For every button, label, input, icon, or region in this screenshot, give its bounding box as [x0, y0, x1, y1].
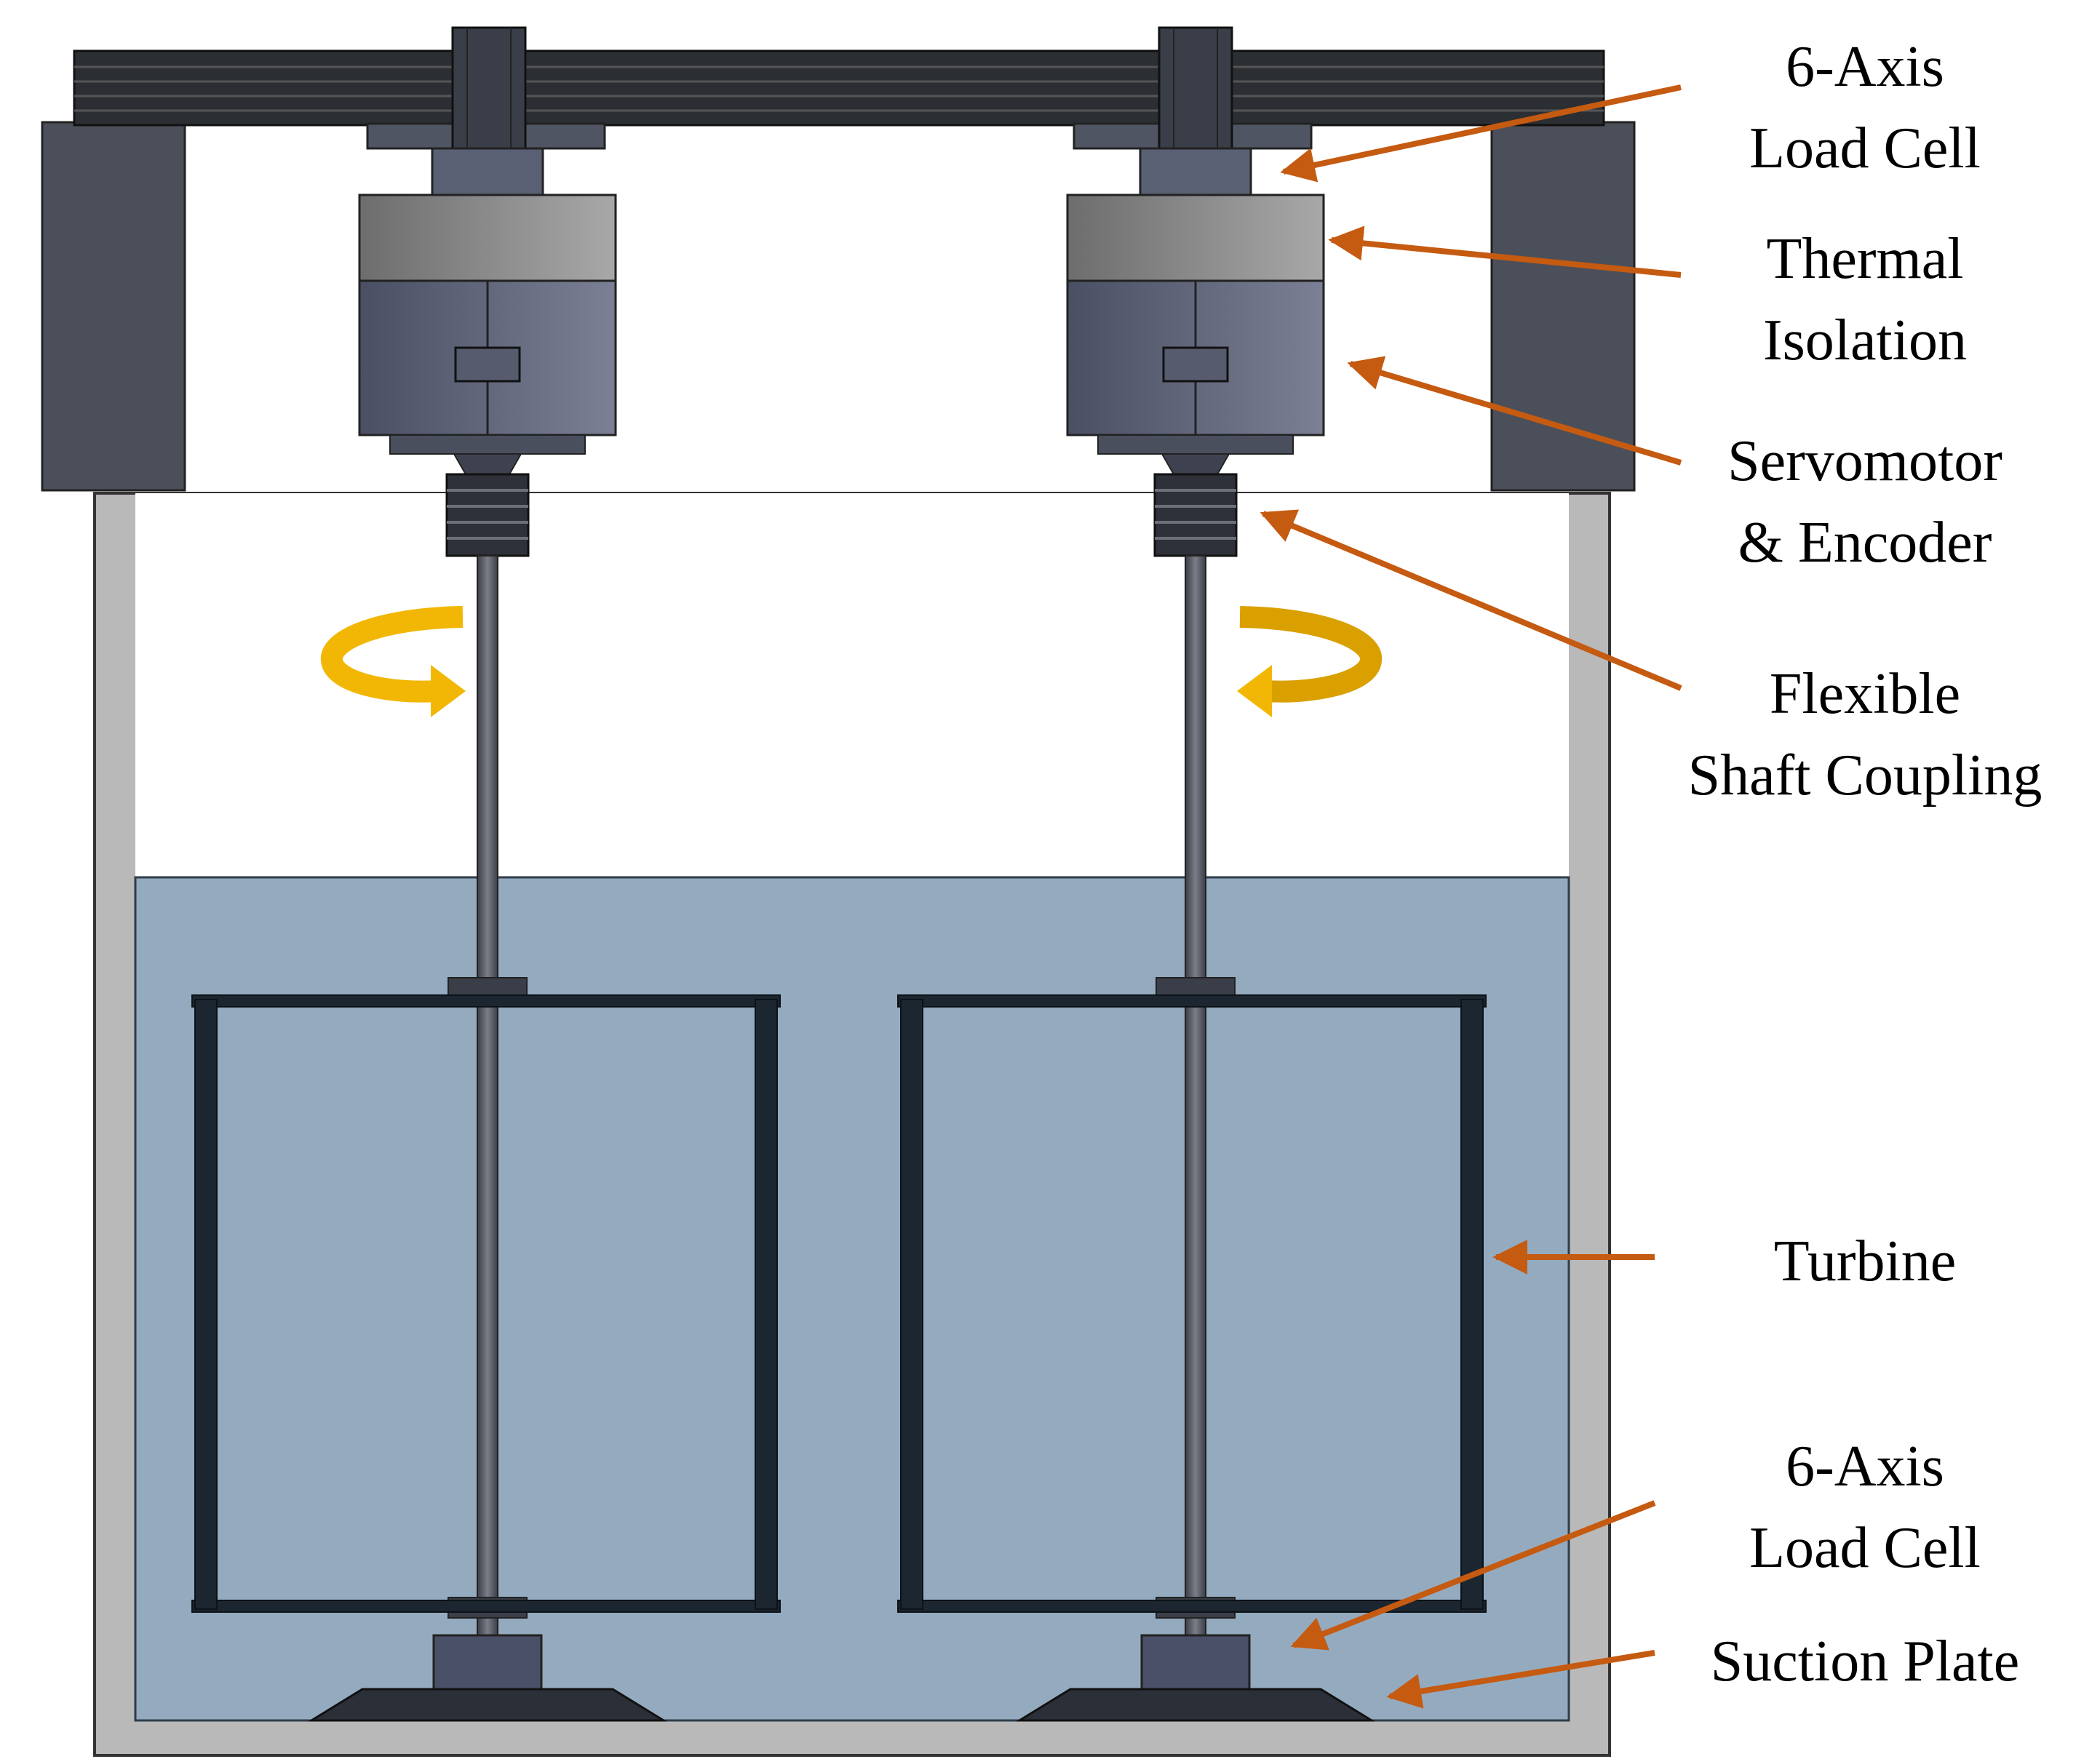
label-line: 6-Axis	[1786, 1435, 1944, 1499]
left-shaft	[477, 555, 498, 1636]
right-turbine	[897, 994, 1487, 1613]
label-line: 6-Axis	[1786, 35, 1944, 99]
label-line: Load Cell	[1749, 116, 1981, 180]
left-drive-assembly	[307, 26, 668, 1722]
label-load-cell-bottom: 6-Axis Load Cell	[1632, 1426, 2098, 1589]
left-load-cell-top	[431, 147, 544, 196]
water-volume	[134, 876, 1570, 1722]
right-suction-plate	[1015, 1688, 1376, 1722]
left-load-cell-bottom	[432, 1634, 543, 1691]
right-flexible-coupling	[1153, 473, 1238, 557]
right-shaft	[1185, 555, 1206, 1636]
label-servomotor-encoder: Servomotor & Encoder	[1632, 420, 2098, 583]
callout-arrow-coupling	[1260, 509, 1682, 691]
label-line: Isolation	[1763, 308, 1967, 372]
rotation-arrow-counterclockwise-icon	[320, 606, 466, 717]
label-line: Thermal	[1766, 227, 1964, 291]
left-support-post	[41, 121, 186, 492]
label-line: Load Cell	[1749, 1516, 1981, 1580]
callout-arrows	[1260, 84, 1682, 1709]
right-thermal-isolation	[1066, 194, 1325, 282]
right-support-post	[1490, 121, 1636, 492]
label-line: Suction Plate	[1710, 1630, 2020, 1694]
label-turbine: Turbine	[1632, 1221, 2098, 1302]
top-frame-rail	[73, 49, 1605, 127]
left-thermal-isolation	[358, 194, 617, 282]
rotation-arrow-clockwise-icon	[1237, 606, 1383, 717]
right-turbine-blade-2	[1460, 999, 1484, 1610]
label-thermal-isolation: Thermal Isolation	[1632, 218, 2098, 381]
label-line: Flexible	[1769, 662, 1961, 726]
label-line: Shaft Coupling	[1687, 743, 2043, 807]
label-load-cell-top: 6-Axis Load Cell	[1632, 26, 2098, 189]
right-load-cell-top	[1139, 147, 1252, 196]
right-turbine-blade-1	[900, 999, 923, 1610]
callout-arrow-suction-plate	[1386, 1650, 1655, 1709]
callout-arrow-load-cell-bottom	[1290, 1500, 1656, 1651]
label-flexible-coupling: Flexible Shaft Coupling	[1632, 653, 2098, 816]
right-load-cell-bottom	[1140, 1634, 1251, 1691]
left-turbine-blade-2	[755, 999, 778, 1610]
label-suction-plate: Suction Plate	[1632, 1621, 2098, 1702]
callout-arrow-thermal-isolation	[1328, 226, 1682, 278]
callout-arrow-load-cell-top	[1280, 84, 1682, 183]
label-line: Servomotor	[1727, 429, 2002, 493]
callout-arrow-servomotor	[1347, 356, 1682, 466]
tank	[93, 492, 1611, 1757]
left-turbine-blade-1	[194, 999, 218, 1610]
left-suction-plate	[307, 1688, 668, 1722]
label-line: Turbine	[1773, 1229, 1957, 1293]
left-flexible-coupling	[445, 473, 530, 557]
left-turbine	[191, 994, 781, 1613]
label-line: & Encoder	[1738, 511, 1992, 575]
